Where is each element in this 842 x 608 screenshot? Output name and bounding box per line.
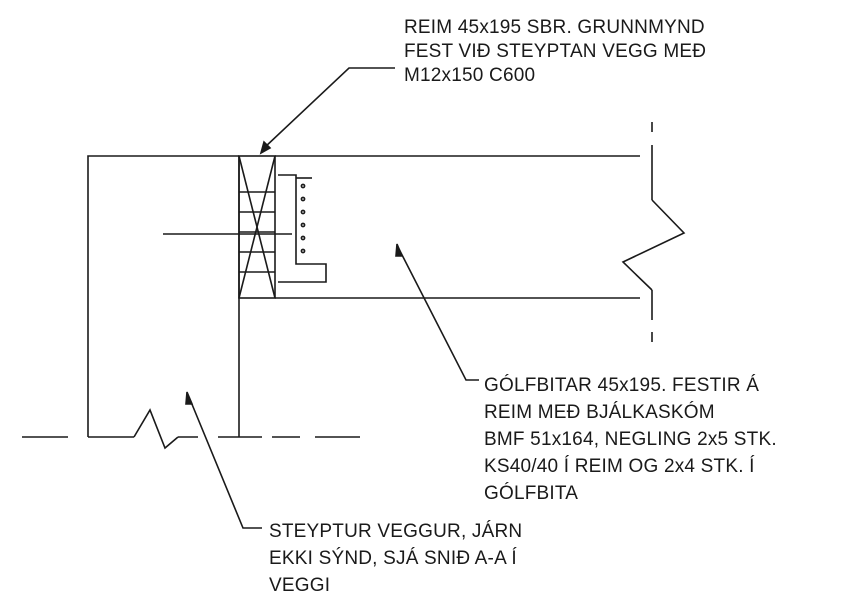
- annotation-veggur-line-2: EKKI SÝND, SJÁ SNIÐ A-A Í: [269, 548, 517, 569]
- annotation-golfbitar-line-2: REIM MEÐ BJÁLKASKÓM: [484, 402, 715, 423]
- leader-reim: [259, 67, 395, 155]
- annotation-golfbitar-line-3: BMF 51x164, NEGLING 2x5 STK.: [484, 429, 777, 450]
- annotation-reim-line-3: M12x150 C600: [404, 65, 536, 86]
- leader-veggur: [185, 391, 262, 529]
- ledger-board: [238, 155, 276, 299]
- annotation-veggur: STEYPTUR VEGGUR, JÁRN EKKI SÝND, SJÁ SNI…: [269, 518, 522, 599]
- annotation-golfbitar-line-1: GÓLFBITAR 45x195. FESTIR Á: [484, 375, 760, 396]
- annotation-reim-line-2: FEST VIÐ STEYPTAN VEGG MEÐ: [404, 41, 707, 62]
- annotation-reim-line-1: REIM 45x195 SBR. GRUNNMYND: [404, 17, 705, 38]
- annotation-golfbitar: GÓLFBITAR 45x195. FESTIR Á REIM MEÐ BJÁL…: [484, 372, 777, 507]
- leader-golfbitar: [395, 243, 479, 381]
- annotation-veggur-line-3: VEGGI: [269, 575, 331, 596]
- annotation-reim: REIM 45x195 SBR. GRUNNMYND FEST VIÐ STEY…: [404, 16, 706, 88]
- annotation-golfbitar-line-4: KS40/40 Í REIM OG 2x4 STK. Í: [484, 456, 755, 477]
- ground-break-line: [22, 408, 360, 450]
- annotation-veggur-line-1: STEYPTUR VEGGUR, JÁRN: [269, 521, 523, 542]
- joist-hanger: [278, 174, 327, 283]
- concrete-wall: [87, 155, 240, 437]
- joist-break-line: [621, 122, 686, 342]
- floor-joist: [275, 155, 640, 299]
- annotation-golfbitar-line-5: GÓLFBITA: [484, 483, 579, 504]
